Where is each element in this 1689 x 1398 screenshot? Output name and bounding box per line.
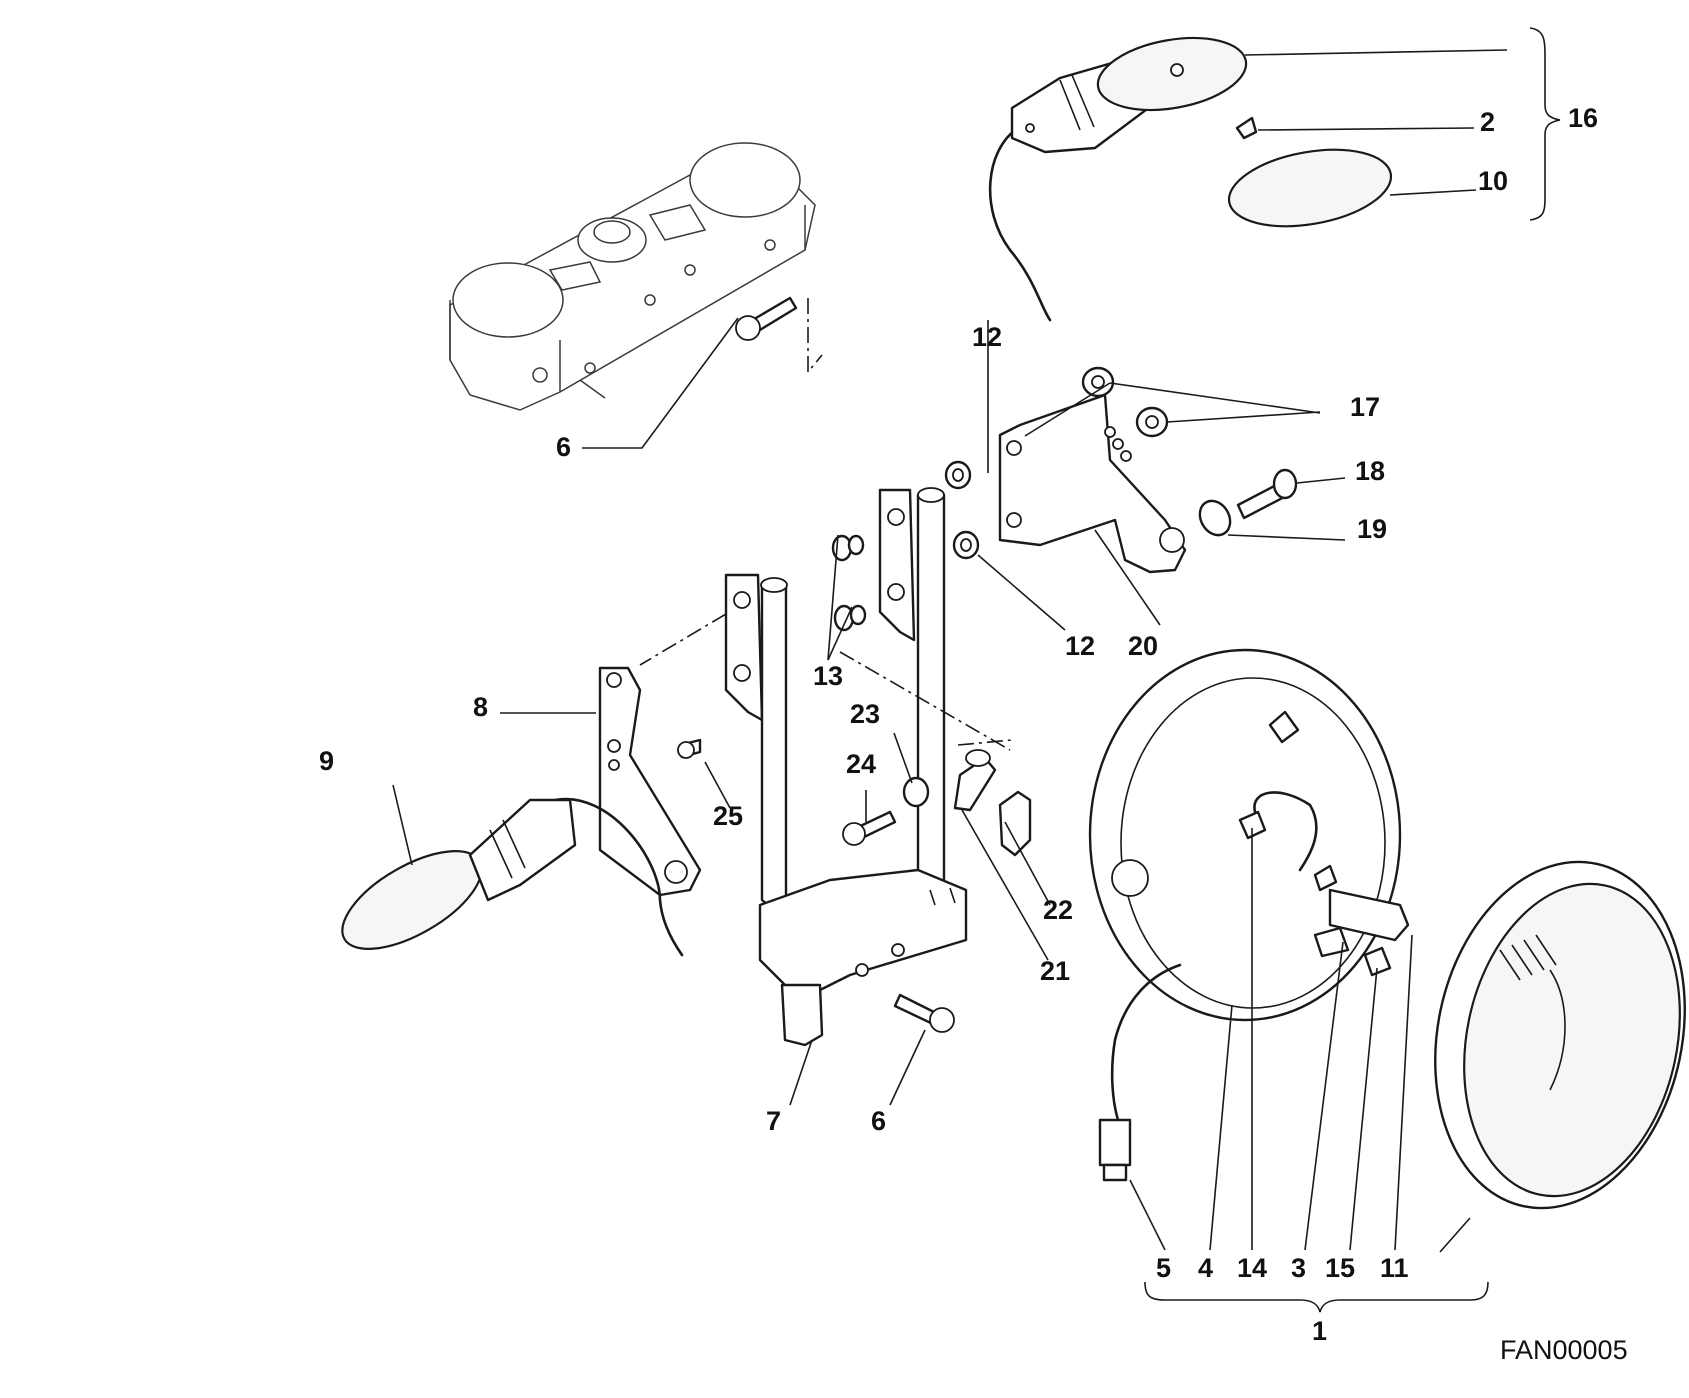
callout-7: 7 — [766, 1106, 781, 1136]
bushings-13 — [831, 534, 867, 632]
callout-13: 13 — [813, 661, 843, 691]
callout-16: 16 — [1568, 103, 1598, 133]
callout-21: 21 — [1040, 956, 1070, 986]
callout-12-top: 12 — [972, 322, 1002, 352]
callout-6-top: 6 — [556, 432, 571, 462]
callout-14: 14 — [1237, 1253, 1267, 1283]
indicator-assembly-top — [988, 36, 1393, 322]
screw-6-bottom — [893, 993, 955, 1033]
assembly-lines — [639, 298, 1013, 751]
headlight-lens — [1434, 860, 1686, 1210]
bracket-plate-right — [878, 488, 916, 642]
leader-lines — [392, 27, 1561, 1313]
mounting-plate-20 — [998, 393, 1187, 574]
callout-1: 1 — [1312, 1316, 1327, 1346]
bracket-plate-left — [724, 573, 764, 722]
callout-19: 19 — [1357, 514, 1387, 544]
clip-21-rubber-22 — [953, 749, 1032, 857]
callout-4: 4 — [1198, 1253, 1213, 1283]
bracket-8 — [598, 666, 702, 897]
callout-22: 22 — [1043, 895, 1073, 925]
callout-15: 15 — [1325, 1253, 1355, 1283]
indicator-left — [341, 797, 684, 957]
callout-10: 10 — [1478, 166, 1508, 196]
callout-12-bottom: 12 — [1065, 631, 1095, 661]
callout-6-bottom: 6 — [871, 1106, 886, 1136]
callout-9: 9 — [319, 746, 334, 776]
callout-17: 17 — [1350, 392, 1380, 422]
callout-2: 2 — [1480, 107, 1495, 137]
callout-labels: 16 2 10 12 17 18 19 6 12 20 13 8 23 9 24… — [319, 103, 1628, 1365]
callout-20: 20 — [1128, 631, 1158, 661]
headlight-shell — [1088, 648, 1410, 1182]
grommets-and-fasteners — [944, 366, 1298, 560]
fasteners-small — [677, 738, 930, 846]
callout-24: 24 — [846, 749, 876, 779]
drawing-code: FAN00005 — [1500, 1335, 1628, 1365]
callout-5: 5 — [1156, 1253, 1171, 1283]
callout-18: 18 — [1355, 456, 1385, 486]
callout-8: 8 — [473, 692, 488, 722]
screw-6-top — [735, 296, 798, 341]
triple-clamp-ghost — [449, 142, 816, 411]
headlight-bracket-7 — [758, 487, 968, 1047]
callout-25: 25 — [713, 801, 743, 831]
callout-3: 3 — [1291, 1253, 1306, 1283]
callout-11: 11 — [1380, 1253, 1409, 1283]
callout-23: 23 — [850, 699, 880, 729]
